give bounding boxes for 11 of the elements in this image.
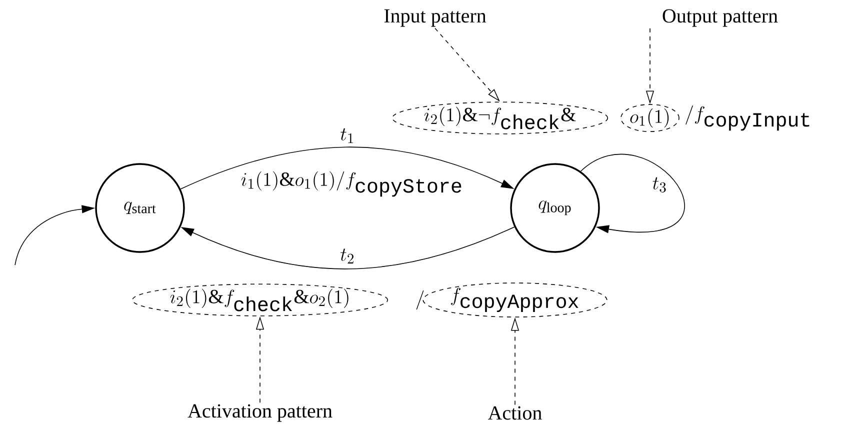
- edge-label: $t_1$: [340, 128, 354, 144]
- annotation-label: Input pattern: [384, 9, 486, 27]
- transition-arrow: [580, 154, 684, 234]
- edge-label: $t_3$: [652, 177, 666, 192]
- edge-label: $t_2$: [340, 248, 354, 264]
- transition-label: $/$: [416, 290, 424, 310]
- annotation-label: Output pattern: [662, 9, 778, 27]
- transition-label: $/f_{\texttt{copyInput}}$: [686, 105, 810, 131]
- annotation-label: Action: [488, 406, 542, 420]
- transition-label: $i_1(1)\&o_1(1)/f_{\texttt{copyStore}}$: [241, 171, 462, 197]
- annotation-label: Activation pattern: [188, 404, 332, 422]
